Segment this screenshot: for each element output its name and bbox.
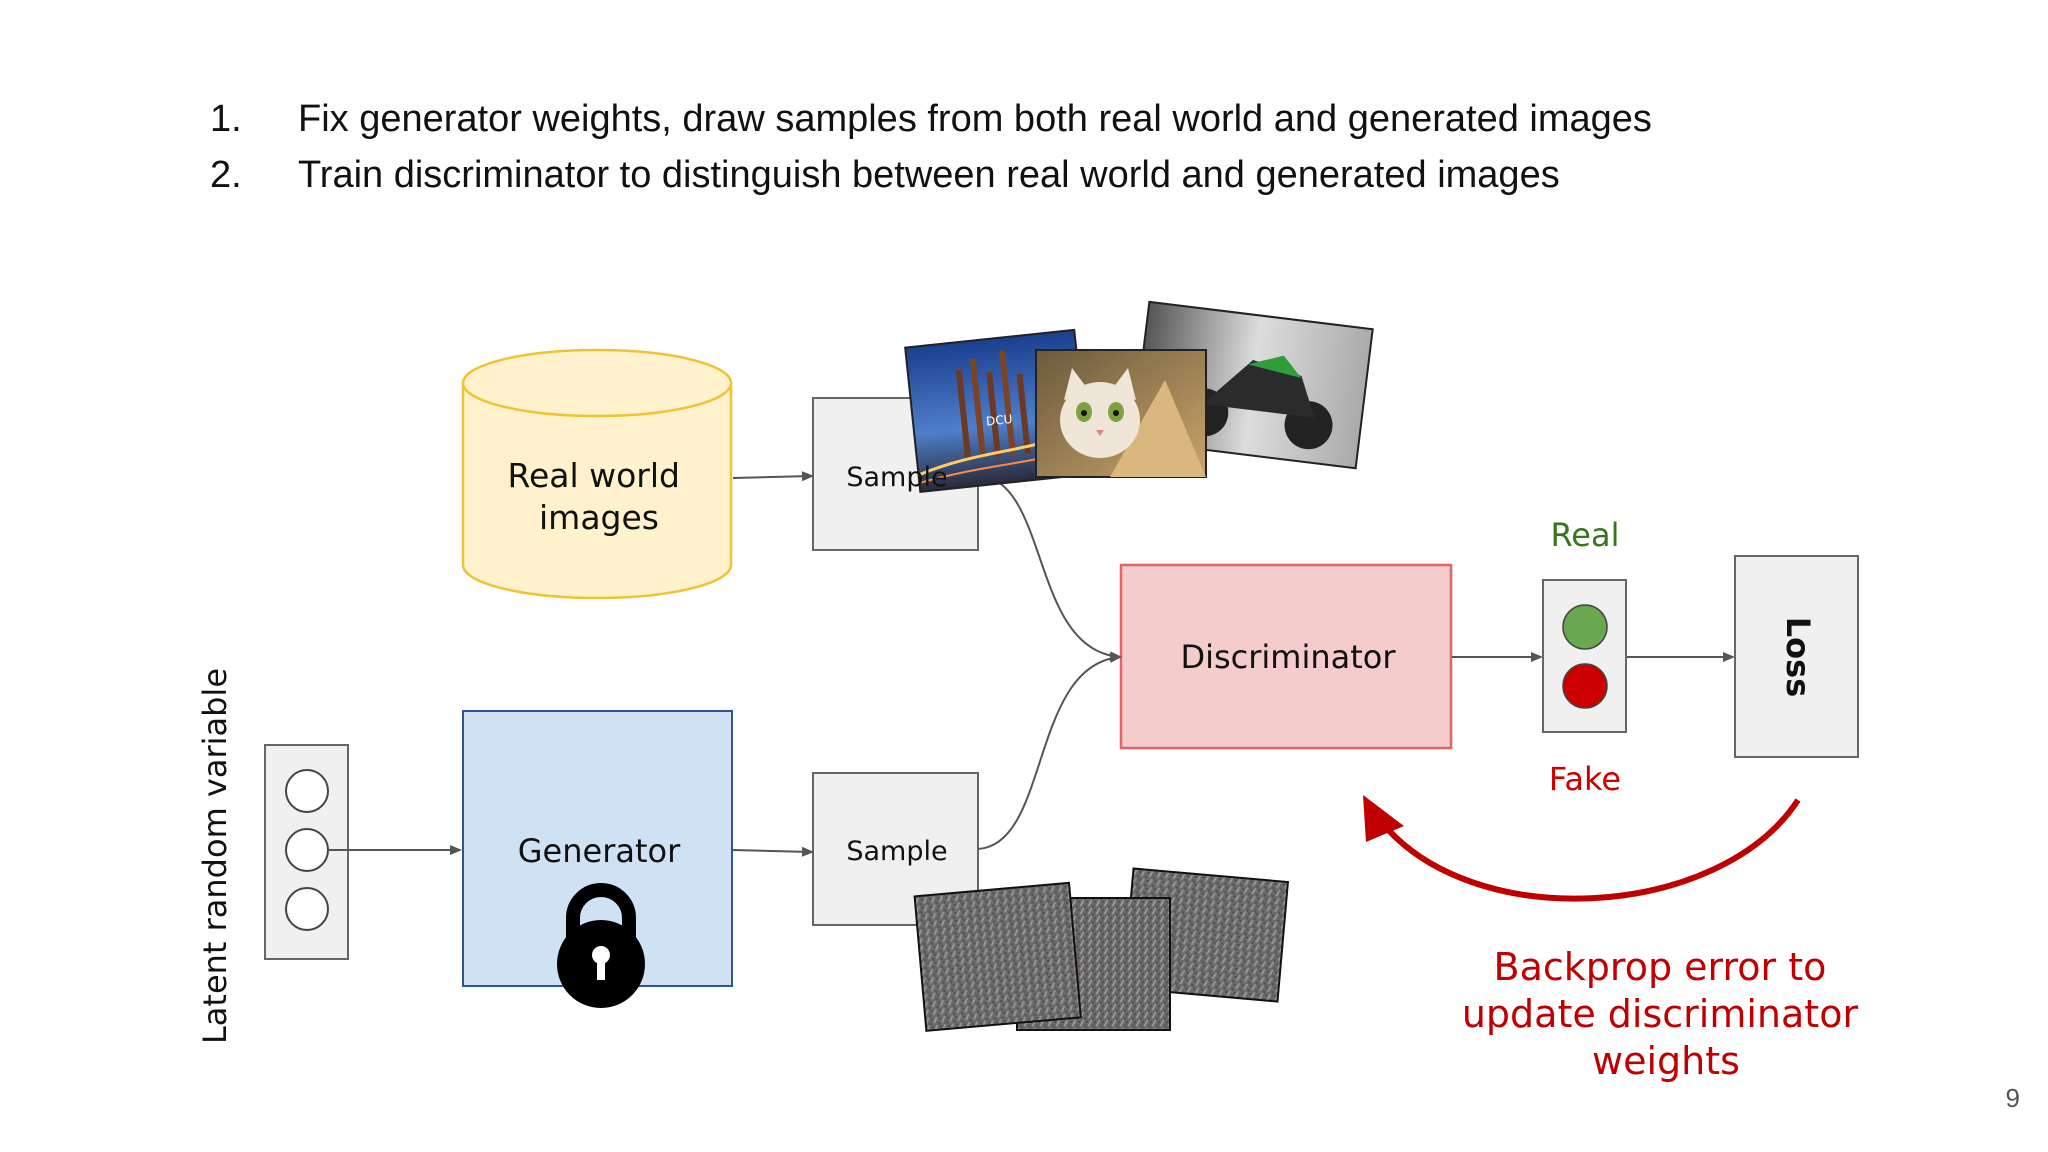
latent-node-icon (285, 828, 329, 872)
loss-box (1734, 555, 1859, 758)
latent-label: Latent random variable (196, 668, 234, 1044)
backprop-label: Backprop error to update discriminator w… (1462, 945, 1870, 1083)
fake-label: Fake (1549, 760, 1621, 798)
real-world-images-label: Real world images (508, 456, 691, 537)
step-text: Train discriminator to distinguish betwe… (298, 154, 1560, 196)
traffic-light-icon (1542, 579, 1627, 733)
real-label: Real (1551, 516, 1620, 554)
sample-top-label: Sample (846, 462, 947, 493)
cat-photo (1035, 349, 1207, 478)
photo-sign-text: DCU (985, 412, 1013, 429)
sample-bottom-label: Sample (846, 836, 947, 867)
real-world-images-database (461, 348, 733, 600)
lock-icon (557, 883, 645, 1008)
backprop-arrow (1363, 795, 1801, 902)
backprop-line-3: weights (1592, 1039, 1740, 1083)
real-world-images-line-1: Real world (508, 456, 681, 495)
connectors (328, 471, 1735, 857)
generated-noise-stack (913, 867, 1290, 1032)
step-text: Fix generator weights, draw samples from… (298, 98, 1652, 140)
discriminator-box (1119, 563, 1453, 750)
generator-label: Generator (518, 832, 681, 870)
latent-node-icon (285, 769, 329, 813)
step-number: 2. (210, 154, 242, 196)
backprop-line-2: update discriminator (1462, 992, 1859, 1036)
page-number: 9 (2005, 1083, 2020, 1113)
loss-label: Loss (1779, 617, 1817, 697)
backprop-line-1: Backprop error to (1494, 945, 1827, 989)
step-number: 1. (210, 98, 242, 140)
discriminator-label: Discriminator (1180, 638, 1396, 676)
latent-node-icon (285, 887, 329, 931)
real-world-images-line-2: images (539, 498, 659, 537)
latent-vector (264, 744, 349, 960)
real-photo-stack: DCU (904, 300, 1374, 493)
